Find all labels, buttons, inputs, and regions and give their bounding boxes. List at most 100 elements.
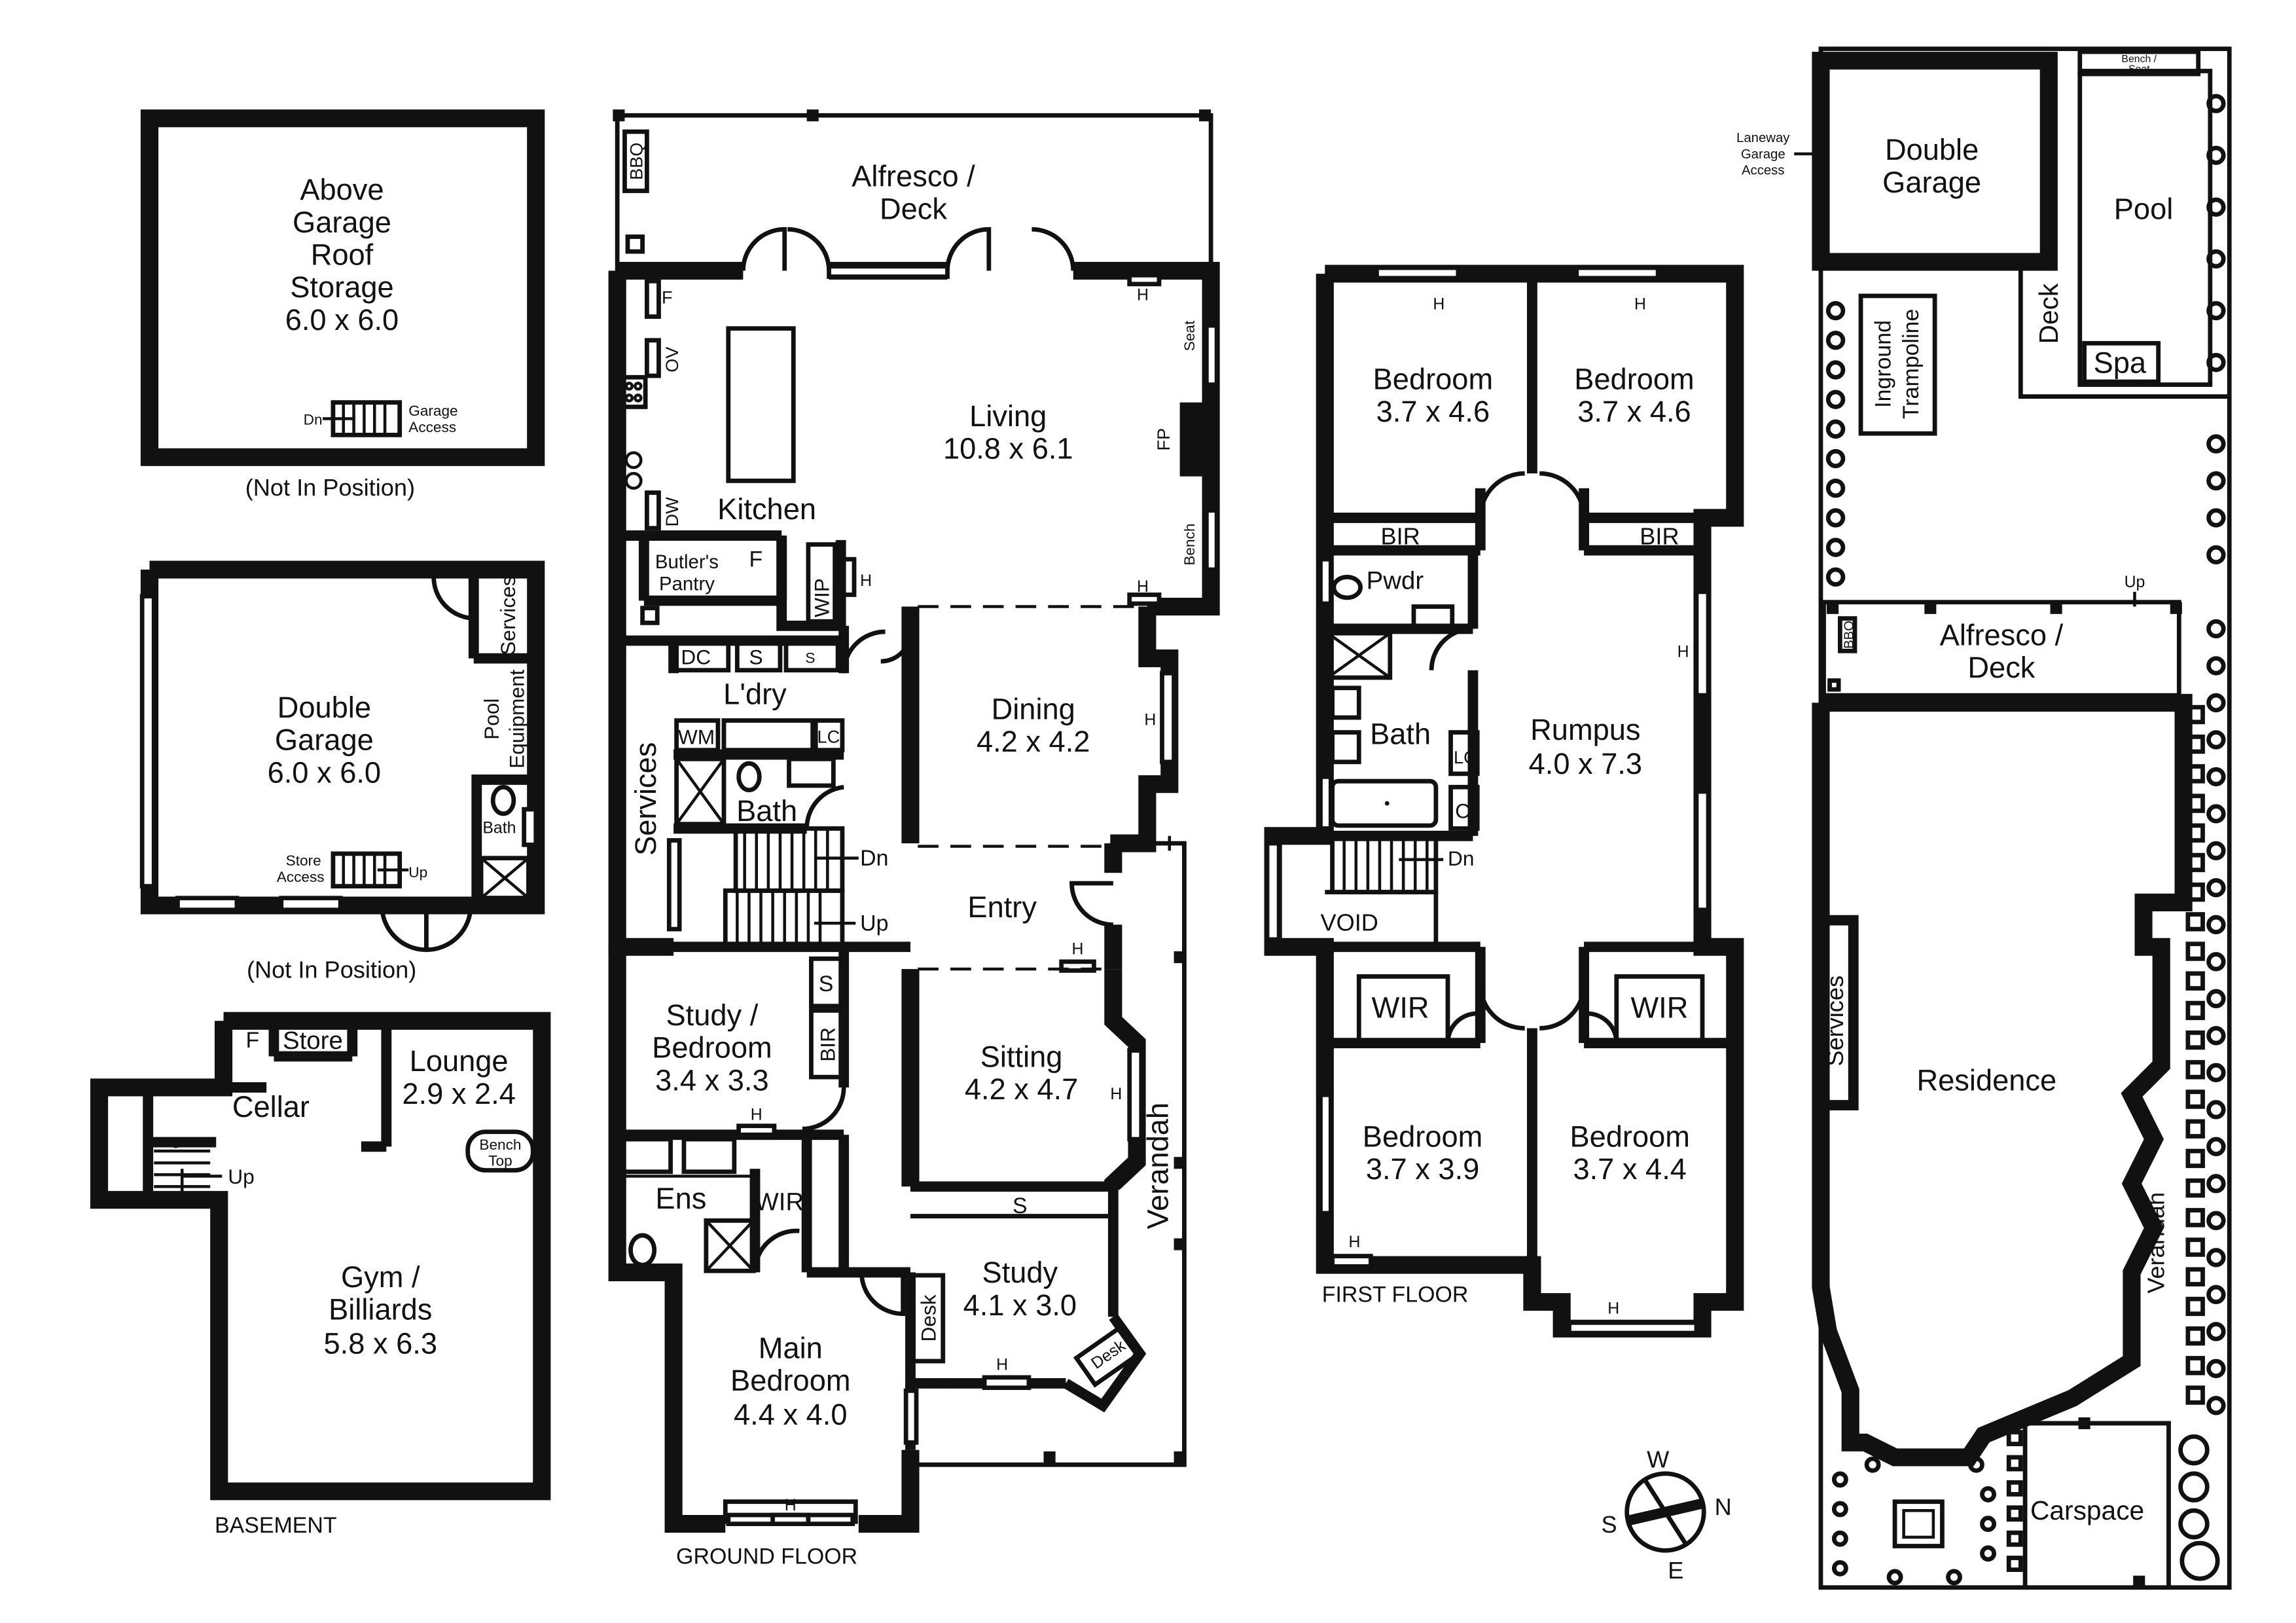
ff-bed4-label: Bedroom	[1570, 1120, 1690, 1153]
gf-dc-label: DC	[681, 646, 711, 669]
basement-plan: F Store Cellar Lounge 2.9 x 2.4 Bench To…	[90, 1012, 551, 1538]
cellar-label: Cellar	[232, 1090, 310, 1123]
gf-laundry-lc-label: LC	[817, 726, 840, 746]
gf-laundry-s-label: S	[749, 646, 762, 669]
garage-size: 6.0 x 6.0	[268, 756, 381, 789]
ff-wir1-label: WIR	[1372, 991, 1429, 1025]
ff-rumpus-heater-label: H	[1677, 642, 1689, 661]
gf-living-heater-label: H	[1137, 286, 1149, 304]
gym-label-2: Billiards	[329, 1293, 432, 1326]
gf-stair	[723, 826, 859, 949]
gf-butlers-label-1: Butler's	[655, 551, 719, 573]
pool-equipment-label-2: Equipment	[505, 669, 529, 768]
ff-bed4-size: 3.7 x 4.4	[1573, 1152, 1686, 1186]
gf-caption: GROUND FLOOR	[676, 1544, 857, 1569]
gf-services-label: Services	[629, 742, 662, 856]
gf-entry-label: Entry	[967, 890, 1037, 924]
lounge-label: Lounge	[410, 1044, 509, 1078]
gf-verandah-label: Verandah	[1141, 1103, 1175, 1229]
gf-sitting-label: Sitting	[980, 1040, 1063, 1073]
gf-dining-label: Dining	[992, 692, 1075, 725]
gf-alfresco-label-1: Alfresco /	[852, 160, 975, 193]
gf-study-bed-label-1: Study /	[666, 998, 759, 1032]
gf-ens-wir-label: WIR	[755, 1188, 804, 1216]
gf-main-bed-heater-label: H	[785, 1496, 797, 1514]
gf-stair-up-label: Up	[860, 911, 888, 936]
garage-stair-label: Up	[408, 864, 427, 881]
site-verandah-label: Verandah	[2143, 1192, 2170, 1294]
gf-study-s-label: S	[819, 972, 834, 996]
garage-access-label-2: Access	[408, 419, 456, 435]
gf-living-heater-2-label: H	[1137, 577, 1149, 596]
ff-bed3-size: 3.7 x 3.9	[1366, 1152, 1479, 1186]
garage-title-1: Double	[278, 691, 371, 724]
gf-bbq-label: BBQ	[626, 143, 647, 180]
compass-w: W	[1647, 1446, 1669, 1473]
store-access-label-1: Store	[286, 852, 321, 869]
gf-study-shelf-label: S	[1013, 1194, 1028, 1218]
gf-wip-heater-label: H	[860, 572, 872, 590]
gf-living-label: Living	[969, 399, 1047, 433]
ff-bir1-label: BIR	[1380, 523, 1420, 550]
site-garage-label-1: Double	[1885, 133, 1979, 166]
ff-rumpus-label: Rumpus	[1530, 713, 1640, 746]
gf-wm-label: WM	[678, 725, 715, 749]
ff-bed1-heater-label: H	[1433, 295, 1444, 313]
gf-laundry-s-small-label: S	[805, 649, 815, 666]
gf-ens-label: Ens	[655, 1182, 706, 1215]
ff-bath-label: Bath	[1370, 718, 1431, 751]
ff-bed1-size: 3.7 x 4.6	[1376, 395, 1490, 428]
site-shrubs-right	[2206, 94, 2226, 1415]
gf-study-desk-label: Desk	[916, 1294, 940, 1341]
gf-kitchen-f-label: F	[662, 287, 673, 307]
ff-void-label: VOID	[1320, 909, 1378, 936]
basement-caption: BASEMENT	[215, 1513, 337, 1538]
gf-main-bed-size: 4.4 x 4.0	[734, 1398, 847, 1431]
gf-dining-size: 4.2 x 4.2	[977, 725, 1090, 758]
ff-bed3-label: Bedroom	[1363, 1120, 1483, 1153]
gf-stair-dn-label: Dn	[860, 846, 888, 871]
gf-oven-label: OV	[662, 347, 682, 373]
ff-stair	[1330, 833, 1444, 895]
ground-floor-plan: BBQ Alfresco / Deck F OV	[608, 109, 1220, 1569]
site-carspace-label: Carspace	[2030, 1495, 2144, 1525]
lounge-size: 2.9 x 2.4	[402, 1077, 515, 1110]
gf-laundry-label: L'dry	[723, 678, 787, 711]
ff-bed4-heater-label: H	[1607, 1300, 1619, 1318]
garage-access-label-1: Garage	[408, 403, 457, 419]
ff-rumpus-size: 4.0 x 7.3	[1529, 747, 1642, 780]
site-services-label: Services	[1821, 976, 1848, 1067]
roof-storage-note: (Not In Position)	[245, 474, 415, 501]
pool-equipment-label-1: Pool	[480, 699, 503, 740]
gf-main-bed-label-1: Main	[759, 1332, 823, 1365]
roof-storage-title-1: Above	[300, 173, 384, 206]
roof-storage-title-2: Garage	[293, 206, 391, 239]
gf-study-heater-2-label: H	[996, 1356, 1008, 1374]
first-floor-plan: H H Bedroom 3.7 x 4.6 Bedroom 3.7 x 4.6 …	[1264, 264, 1744, 1338]
ff-bed1-label: Bedroom	[1373, 362, 1494, 395]
gf-main-bed-label-2: Bedroom	[730, 1364, 851, 1397]
gf-study-bir-label: BIR	[816, 1027, 840, 1062]
ff-bed2-label: Bedroom	[1574, 362, 1695, 395]
gf-study-bed-label-2: Bedroom	[652, 1031, 772, 1065]
gf-bench-label: Bench	[1181, 524, 1198, 566]
ff-cupboard-label: C	[1455, 799, 1470, 823]
gf-butlers-label-2: Pantry	[659, 574, 715, 595]
basement-stair-label: Up	[228, 1165, 254, 1188]
garage-note: (Not In Position)	[247, 957, 416, 983]
gf-living-size: 10.8 x 6.1	[943, 432, 1073, 465]
trampoline-label-2: Trampoline	[1899, 309, 1924, 419]
site-garage-label-2: Garage	[1882, 166, 1981, 199]
gym-label-1: Gym /	[341, 1260, 420, 1294]
gf-study-heater-label: H	[751, 1106, 762, 1124]
site-alfresco-label-2: Deck	[1967, 651, 2035, 684]
bench-seat-label-2: Seat	[2128, 64, 2150, 75]
gf-wip-label: WIP	[810, 578, 834, 617]
roof-storage-title-4: Storage	[290, 270, 393, 304]
bench-seat-label-1: Bench /	[2121, 54, 2157, 65]
garage-title-2: Garage	[275, 723, 374, 757]
garage-stair	[331, 851, 409, 889]
gf-study-label: Study	[982, 1256, 1058, 1289]
basement-bench-label-2: Top	[488, 1153, 512, 1169]
